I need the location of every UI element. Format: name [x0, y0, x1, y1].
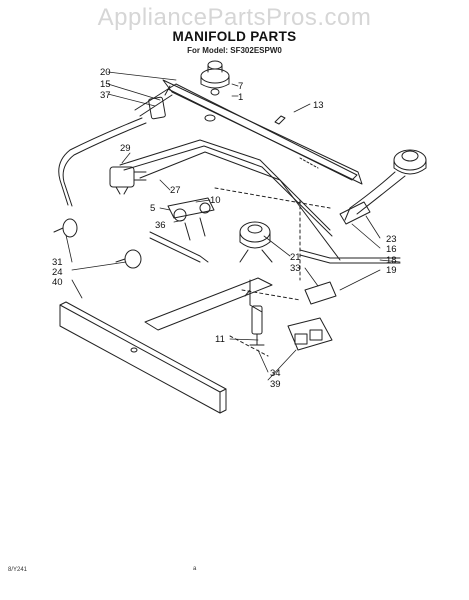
footer-page-marker: a: [193, 566, 197, 572]
control-knobs: [53, 218, 142, 269]
burner-head: [339, 149, 427, 225]
callout-7: 7: [238, 81, 243, 92]
callout-33: 33: [290, 263, 301, 274]
callout-23: 23: [386, 234, 397, 245]
control-valves: [287, 281, 337, 351]
footer-code: 8/Y241: [8, 567, 28, 573]
model-subtitle: For Model: SF302ESPW0: [187, 46, 282, 55]
callout-31: 31: [52, 257, 63, 268]
pilot-burner: [239, 221, 273, 263]
callout-labels: 20 15 37 7 1 13 29 27 10 5 36 31 24 40 2…: [52, 67, 397, 390]
callout-15: 15: [100, 79, 111, 90]
callout-5: 5: [150, 203, 155, 214]
callout-40: 40: [52, 277, 63, 288]
front-panel: [59, 301, 227, 414]
watermark: AppliancePartsPros.com: [97, 4, 372, 31]
leader-lines: [65, 71, 401, 381]
page-title: MANIFOLD PARTS: [172, 29, 297, 44]
thermostat: [109, 166, 147, 195]
callout-27: 27: [170, 185, 181, 196]
inner-tubes: [119, 139, 341, 261]
callout-11: 11: [215, 334, 225, 345]
callout-39: 39: [270, 379, 281, 390]
lower-bracket: [144, 277, 273, 346]
callout-20: 20: [100, 67, 111, 78]
callout-10: 10: [210, 195, 221, 206]
callout-21: 21: [290, 252, 301, 263]
manifold-bracket: [162, 79, 363, 185]
callout-36: 36: [155, 220, 166, 231]
valve-cluster: [149, 197, 215, 263]
burner-tube-right: [299, 249, 401, 264]
top-valve: [200, 60, 230, 96]
callout-16: 16: [386, 244, 397, 255]
callout-24: 24: [52, 267, 63, 278]
callout-37: 37: [100, 90, 111, 101]
callout-29: 29: [120, 143, 131, 154]
callout-19: 19: [386, 265, 397, 276]
callout-34: 34: [270, 368, 281, 379]
callout-13: 13: [313, 100, 324, 111]
callout-18: 18: [386, 255, 397, 266]
burner-tube-left: [58, 96, 166, 207]
callout-1: 1: [238, 92, 243, 103]
